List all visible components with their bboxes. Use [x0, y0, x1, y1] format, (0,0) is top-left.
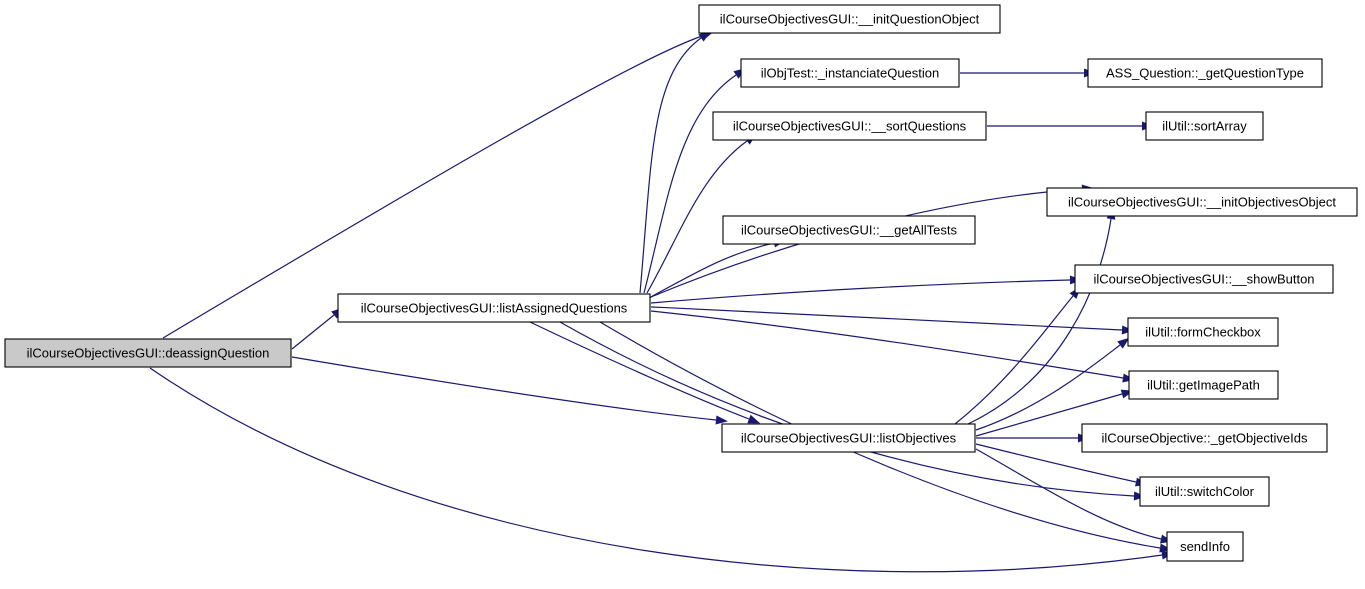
node-box-init-question-object[interactable]	[698, 4, 1001, 34]
node-label-switch-color: ilUtil::switchColor	[1155, 484, 1255, 499]
edge-list-objectives-to-show-button	[954, 295, 1074, 425]
edge-list-objectives-to-init-objectives-object	[967, 218, 1112, 425]
node-show-button[interactable]: ilCourseObjectivesGUI::__showButton	[1074, 264, 1334, 294]
arrowhead-list-objectives-to-form-checkbox	[1117, 337, 1130, 349]
node-box-sort-questions[interactable]	[712, 111, 987, 141]
node-box-switch-color[interactable]	[1139, 476, 1270, 507]
node-box-deassign-question[interactable]	[4, 338, 292, 368]
node-label-get-question-type: ASS_Question::_getQuestionType	[1106, 66, 1304, 81]
node-deassign-question[interactable]: ilCourseObjectivesGUI::deassignQuestion	[4, 338, 292, 368]
node-box-show-button[interactable]	[1074, 264, 1334, 294]
edge-list-assigned-questions-to-list-objectives	[529, 321, 750, 420]
node-sort-questions[interactable]: ilCourseObjectivesGUI::__sortQuestions	[712, 111, 987, 141]
edge-deassign-question-to-list-objectives	[291, 356, 717, 421]
node-label-sort-array: ilUtil::sortArray	[1162, 119, 1247, 134]
node-label-get-image-path: ilUtil::getImagePath	[1147, 378, 1260, 393]
edge-list-assigned-questions-to-get-all-tests	[648, 242, 775, 299]
node-form-checkbox[interactable]: ilUtil::formCheckbox	[1127, 317, 1279, 347]
node-label-deassign-question: ilCourseObjectivesGUI::deassignQuestion	[27, 346, 270, 361]
node-box-sort-array[interactable]	[1145, 111, 1264, 141]
edge-list-assigned-questions-to-init-question-object	[639, 37, 702, 294]
node-label-instanciate-question: ilObjTest::_instanciateQuestion	[761, 66, 939, 81]
node-box-list-assigned-questions[interactable]	[337, 293, 651, 323]
node-box-get-question-type[interactable]	[1087, 58, 1323, 88]
node-instanciate-question[interactable]: ilObjTest::_instanciateQuestion	[740, 58, 960, 88]
edge-list-objectives-to-send-info	[975, 448, 1162, 540]
node-label-init-objectives-object: ilCourseObjectivesGUI::__initObjectivesO…	[1068, 195, 1336, 210]
node-label-get-all-tests: ilCourseObjectivesGUI::__getAllTests	[741, 223, 958, 238]
node-send-info[interactable]: sendInfo	[1166, 531, 1244, 562]
node-get-image-path[interactable]: ilUtil::getImagePath	[1128, 370, 1279, 400]
edge-list-assigned-questions-to-sort-questions	[646, 140, 748, 294]
node-box-init-objectives-object[interactable]	[1046, 187, 1358, 217]
edge-list-assigned-questions-to-instanciate-question	[643, 74, 737, 294]
node-box-get-all-tests[interactable]	[722, 215, 976, 245]
node-label-send-info: sendInfo	[1180, 539, 1230, 554]
arrowhead-list-assigned-questions-to-init-question-object	[698, 30, 711, 42]
arrowhead-deassign-question-to-list-objectives	[715, 415, 728, 425]
node-get-all-tests[interactable]: ilCourseObjectivesGUI::__getAllTests	[722, 215, 976, 245]
node-label-list-assigned-questions: ilCourseObjectivesGUI::listAssignedQuest…	[361, 301, 628, 316]
edge-list-assigned-questions-to-show-button	[650, 279, 1071, 304]
node-box-form-checkbox[interactable]	[1127, 317, 1279, 347]
node-list-objectives[interactable]: ilCourseObjectivesGUI::listObjectives	[721, 423, 976, 453]
node-switch-color[interactable]: ilUtil::switchColor	[1139, 476, 1270, 507]
node-init-objectives-object[interactable]: ilCourseObjectivesGUI::__initObjectivesO…	[1046, 187, 1358, 217]
edge-deassign-question-to-send-info	[149, 367, 1163, 573]
node-list-assigned-questions[interactable]: ilCourseObjectivesGUI::listAssignedQuest…	[337, 293, 651, 323]
node-sort-array[interactable]: ilUtil::sortArray	[1145, 111, 1264, 141]
edge-list-objectives-to-form-checkbox	[975, 344, 1121, 431]
node-init-question-object[interactable]: ilCourseObjectivesGUI::__initQuestionObj…	[698, 4, 1001, 34]
edge-deassign-question-to-list-assigned-questions	[291, 314, 335, 350]
node-get-question-type[interactable]: ASS_Question::_getQuestionType	[1087, 58, 1323, 88]
node-box-send-info[interactable]	[1166, 531, 1244, 562]
edge-deassign-question-to-init-question-object	[162, 35, 703, 339]
node-label-sort-questions: ilCourseObjectivesGUI::__sortQuestions	[733, 119, 967, 134]
node-label-show-button: ilCourseObjectivesGUI::__showButton	[1093, 272, 1314, 287]
node-box-instanciate-question[interactable]	[740, 58, 960, 88]
edge-list-assigned-questions-to-send-info	[599, 321, 1161, 549]
edge-list-assigned-questions-to-get-image-path	[650, 310, 1124, 379]
node-label-init-question-object: ilCourseObjectivesGUI::__initQuestionObj…	[720, 12, 980, 27]
node-label-list-objectives: ilCourseObjectivesGUI::listObjectives	[741, 431, 957, 446]
arrowhead-list-assigned-questions-to-list-objectives	[747, 414, 761, 424]
node-label-form-checkbox: ilUtil::formCheckbox	[1145, 325, 1261, 340]
node-box-list-objectives[interactable]	[721, 423, 976, 453]
node-box-get-objective-ids[interactable]	[1081, 423, 1328, 453]
node-get-objective-ids[interactable]: ilCourseObjective::_getObjectiveIds	[1081, 423, 1328, 453]
node-box-get-image-path[interactable]	[1128, 370, 1279, 400]
edge-list-objectives-to-get-image-path	[975, 393, 1123, 437]
node-label-get-objective-ids: ilCourseObjective::_getObjectiveIds	[1102, 431, 1308, 446]
edge-list-objectives-to-switch-color	[975, 443, 1137, 483]
